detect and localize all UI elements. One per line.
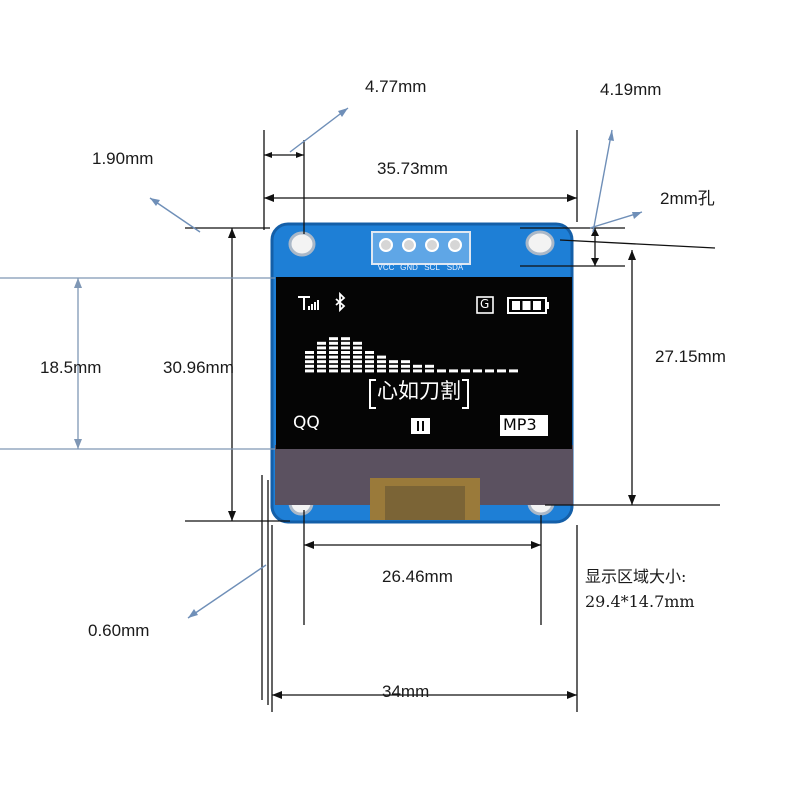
pin-label-sda: SDA — [447, 263, 464, 272]
equalizer-bar — [437, 369, 446, 373]
song-title: 心如刀割 — [377, 379, 461, 403]
pause-icon — [411, 418, 430, 434]
mp3-badge: MP3 — [503, 415, 537, 434]
equalizer-bar — [317, 341, 326, 373]
g-icon: G — [480, 297, 490, 311]
pin-scl — [425, 238, 439, 252]
equalizer-bar — [341, 337, 350, 373]
equalizer-bar — [425, 364, 434, 373]
label-display-height: 18.5mm — [40, 358, 102, 377]
equalizer-bars — [305, 337, 518, 373]
callout-arrowheads — [150, 108, 642, 618]
mounting-hole-top-right — [525, 230, 555, 256]
label-pcb-thickness: 0.60mm — [88, 621, 150, 640]
label-board-width: 34mm — [382, 682, 430, 701]
mounting-hole-top-left — [288, 231, 316, 257]
pin-label-vcc: VCC — [378, 263, 395, 272]
display-height-lines — [0, 277, 275, 450]
bluetooth-icon — [335, 291, 346, 313]
battery-bar — [533, 301, 541, 310]
equalizer-bar — [353, 341, 362, 373]
equalizer-bar — [377, 355, 386, 373]
battery-bar — [512, 301, 520, 310]
equalizer-bar — [449, 369, 458, 373]
label-vertical-hole-span: 27.15mm — [655, 347, 726, 366]
arrowheads — [228, 152, 636, 699]
mp3-badge-bg — [500, 415, 548, 436]
equalizer-bar — [329, 337, 338, 373]
title-bracket-right — [462, 379, 469, 409]
label-bottom-hole-span: 26.46mm — [382, 567, 453, 586]
equalizer-bar — [305, 351, 314, 373]
equalizer-bar — [497, 369, 506, 373]
equalizer-bar — [389, 360, 398, 373]
equalizer-bar — [509, 369, 518, 373]
label-board-height: 30.96mm — [163, 358, 234, 377]
pin-vcc — [379, 238, 393, 252]
display-area-label: 显示区域大小: — [585, 567, 687, 586]
flex-cable-inner — [385, 486, 465, 520]
pin-sda — [448, 238, 462, 252]
label-hole-offset: 1.90mm — [92, 149, 154, 168]
equalizer-bar — [473, 369, 482, 373]
battery-icon — [507, 297, 549, 314]
signal-icon — [298, 296, 319, 310]
equalizer-bar — [461, 369, 470, 373]
label-hole-spacing: 4.77mm — [365, 77, 427, 96]
battery-bar — [522, 301, 531, 310]
title-bracket-left — [369, 379, 376, 409]
pin-gnd — [402, 238, 416, 252]
dimension-lines — [185, 130, 720, 712]
label-overall-span: 35.73mm — [377, 159, 448, 178]
pin-label-scl: SCL — [424, 263, 440, 272]
equalizer-bar — [365, 351, 374, 373]
equalizer-bar — [401, 360, 410, 373]
pin-label-gnd: GND — [400, 263, 418, 272]
equalizer-bar — [485, 369, 494, 373]
g-icon-frame — [476, 296, 494, 314]
arrowheads-blue — [74, 278, 82, 449]
equalizer-bar — [413, 364, 422, 373]
qq-label: QQ — [293, 413, 320, 433]
label-hole-diameter: 2mm孔 — [660, 189, 715, 208]
label-hole-right: 4.19mm — [600, 80, 662, 99]
display-area-value: 29.4*14.7mm — [585, 592, 695, 611]
